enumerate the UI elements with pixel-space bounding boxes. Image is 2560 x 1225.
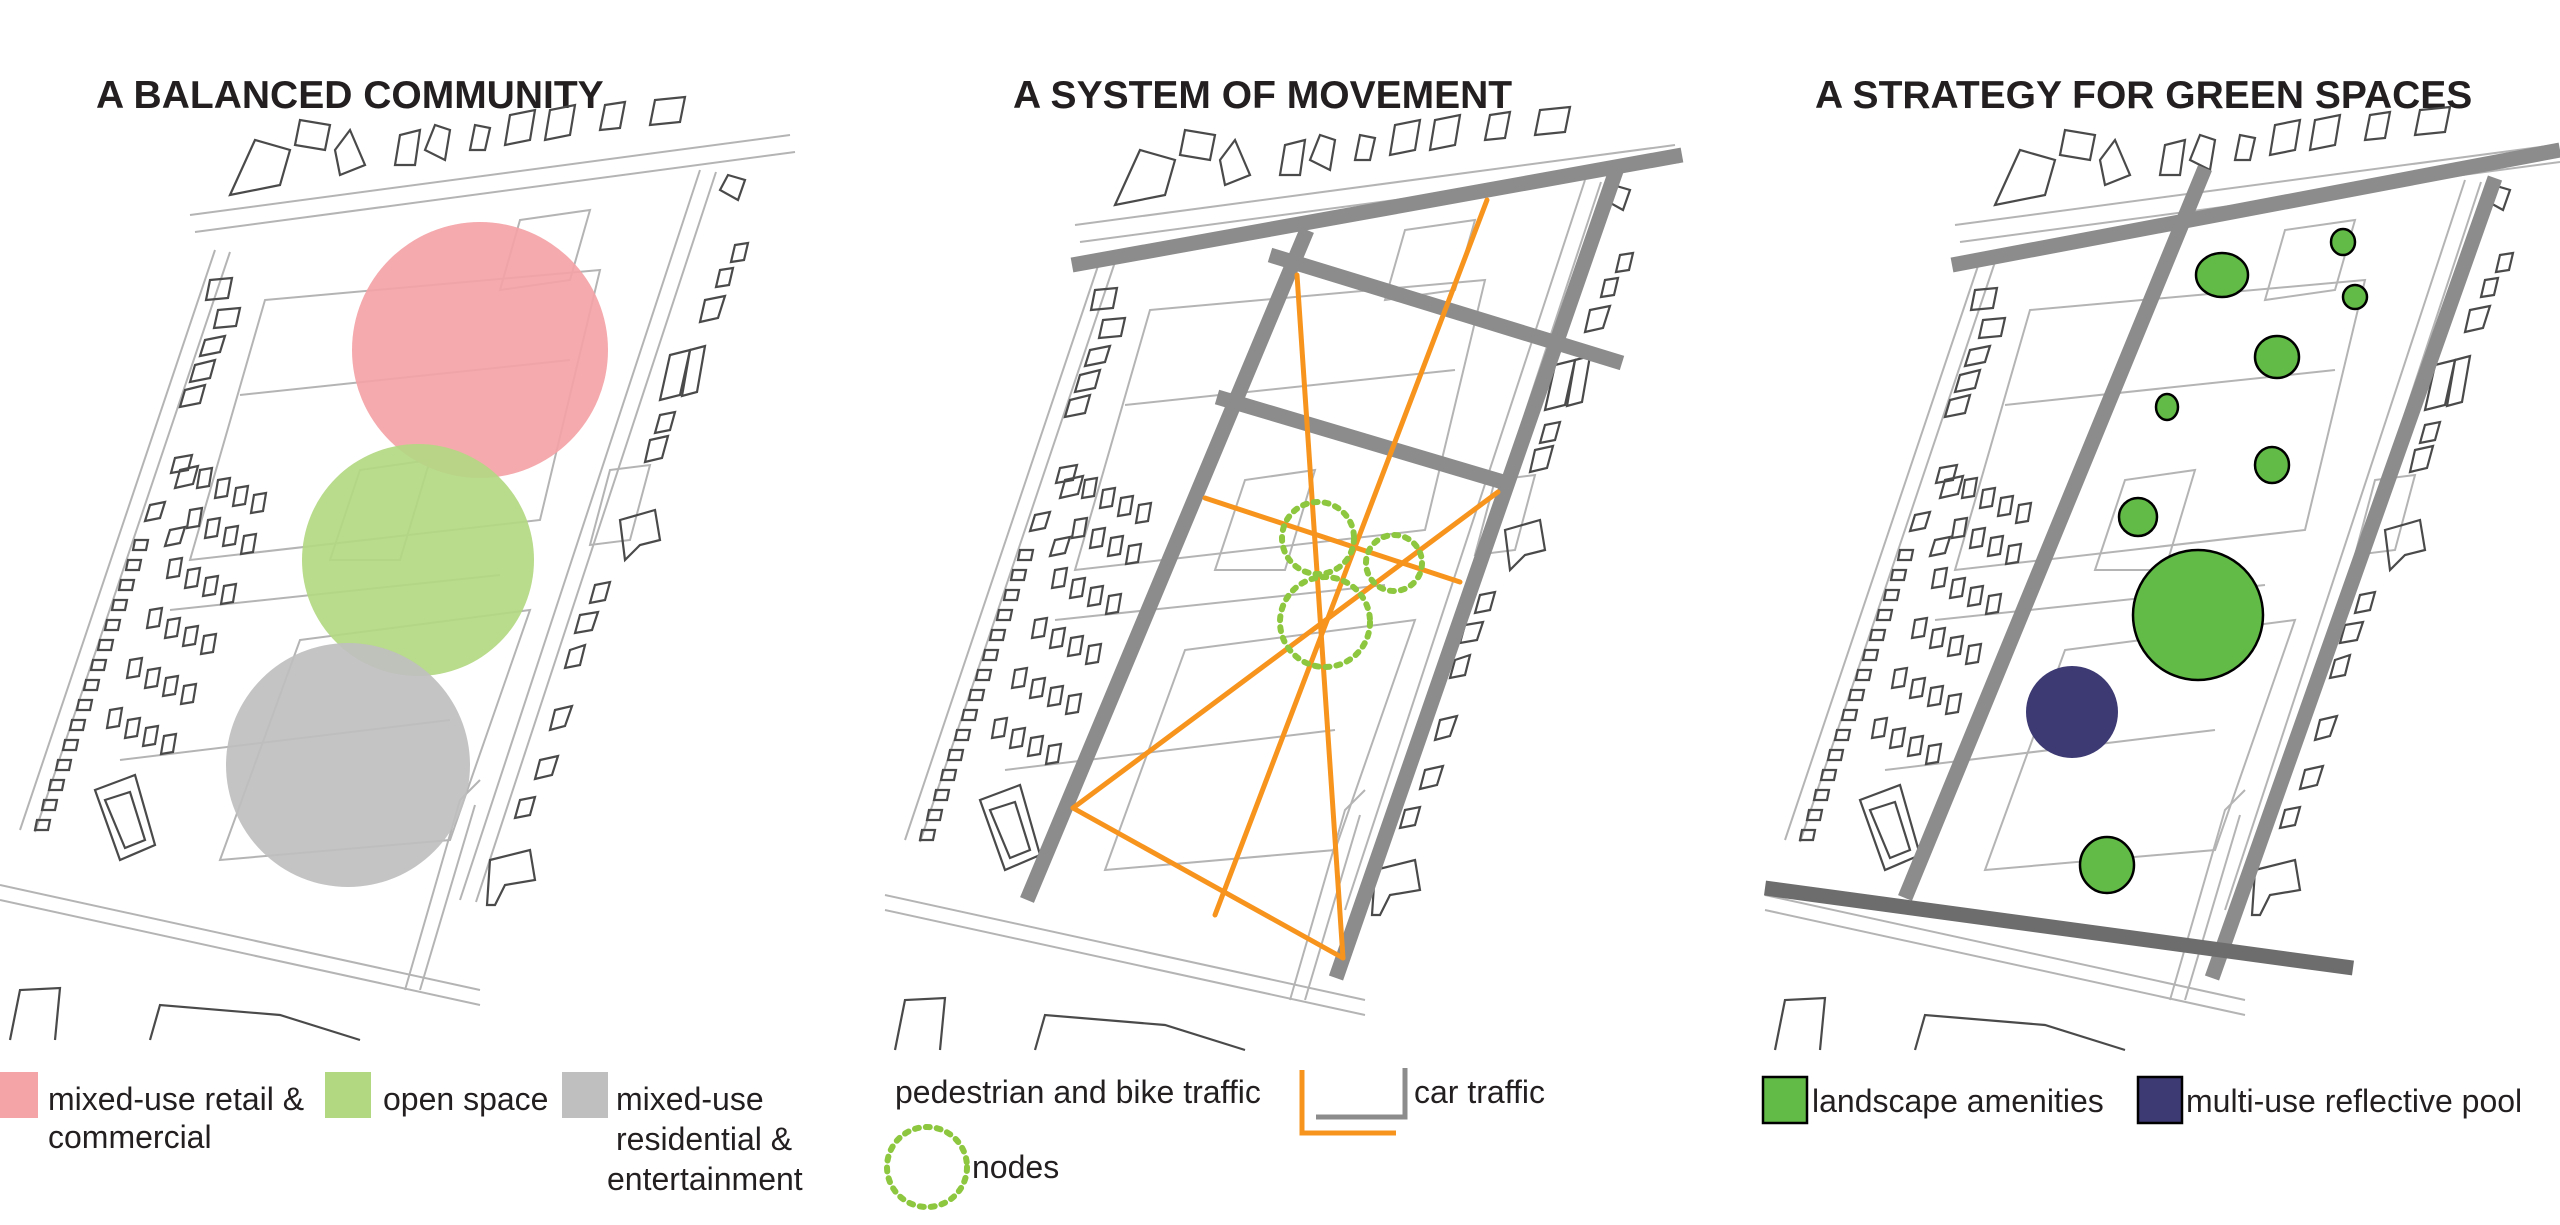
amenity-circle [2131,548,2265,682]
car-road [1763,880,2355,976]
panel-green-spaces: A STRATEGY FOR GREEN SPACES landscape am… [1761,74,2560,1125]
pedestrian-path [1212,197,1490,918]
pedestrian-path [1070,805,1346,961]
legend-label-residential: mixed-use residential & entertainment [607,1081,803,1197]
car-roads [1763,142,2560,981]
zone-circle-retail [352,222,608,478]
amenity-circle [2253,445,2291,485]
legend-swatch-open-space [325,1072,371,1118]
car-road [1020,227,1314,903]
legend-swatch-residential [562,1072,608,1118]
node-circle [1279,499,1357,577]
amenity-circle [2341,283,2369,311]
legend: mixed-use retail & commercial open space… [0,1072,803,1197]
panel-system-of-movement: A SYSTEM OF MOVEMENT pedestrian and bike… [883,74,1684,1210]
car-road [1950,142,2560,273]
amenity-circle [2253,334,2301,380]
legend-swatch-amenities [1761,1075,1809,1125]
car-road [2204,175,2503,981]
legend-label-retail: mixed-use retail & commercial [48,1081,313,1155]
car-road [1898,165,2212,901]
pedestrian-path [1202,495,1463,585]
amenity-circle [2117,496,2159,538]
zone-circle-residential [226,643,470,887]
legend: landscape amenities multi-use reflective… [1761,1075,2522,1125]
legend-swatch-pedestrian [1299,1070,1396,1136]
panel-balanced-community: A BALANCED COMMUNITY mixed-use retail & … [0,74,803,1197]
pedestrian-path [1070,489,1501,811]
amenity-circle [2194,251,2250,299]
pedestrian-paths [1070,197,1501,961]
panel-title: A STRATEGY FOR GREEN SPACES [1815,74,2472,117]
node-circle [1277,574,1373,670]
amenity-circle [2329,227,2357,257]
legend-label-car: car traffic [1414,1074,1545,1110]
reflective-pool [2026,666,2118,758]
zone-circle-open-space [302,444,534,676]
legend-swatch-retail [0,1072,38,1118]
legend-label-nodes: nodes [972,1149,1059,1185]
pedestrian-path [1294,272,1346,961]
panel-title: A SYSTEM OF MOVEMENT [1013,74,1512,117]
car-roads [1020,147,1684,981]
legend-label-amenities: landscape amenities [1812,1083,2104,1119]
legend-label-pedestrian: pedestrian and bike traffic [895,1074,1261,1110]
legend: pedestrian and bike traffic car traffic … [884,1068,1545,1210]
node-circle [1363,532,1425,594]
legend-swatch-car [1316,1068,1408,1120]
amenity-circle [2078,835,2136,895]
landscape-amenities [2078,227,2369,895]
amenity-circle [2154,392,2180,422]
car-road [1328,165,1625,981]
legend-label-open-space: open space [383,1081,548,1117]
legend-swatch-pool [2136,1075,2184,1125]
panel-title: A BALANCED COMMUNITY [96,74,604,117]
nodes [1277,499,1425,670]
car-road [1070,147,1684,273]
site-basemap [883,105,1682,1052]
legend-label-pool: multi-use reflective pool [2186,1083,2522,1119]
car-road [1214,389,1506,490]
legend-swatch-nodes [884,1124,970,1210]
